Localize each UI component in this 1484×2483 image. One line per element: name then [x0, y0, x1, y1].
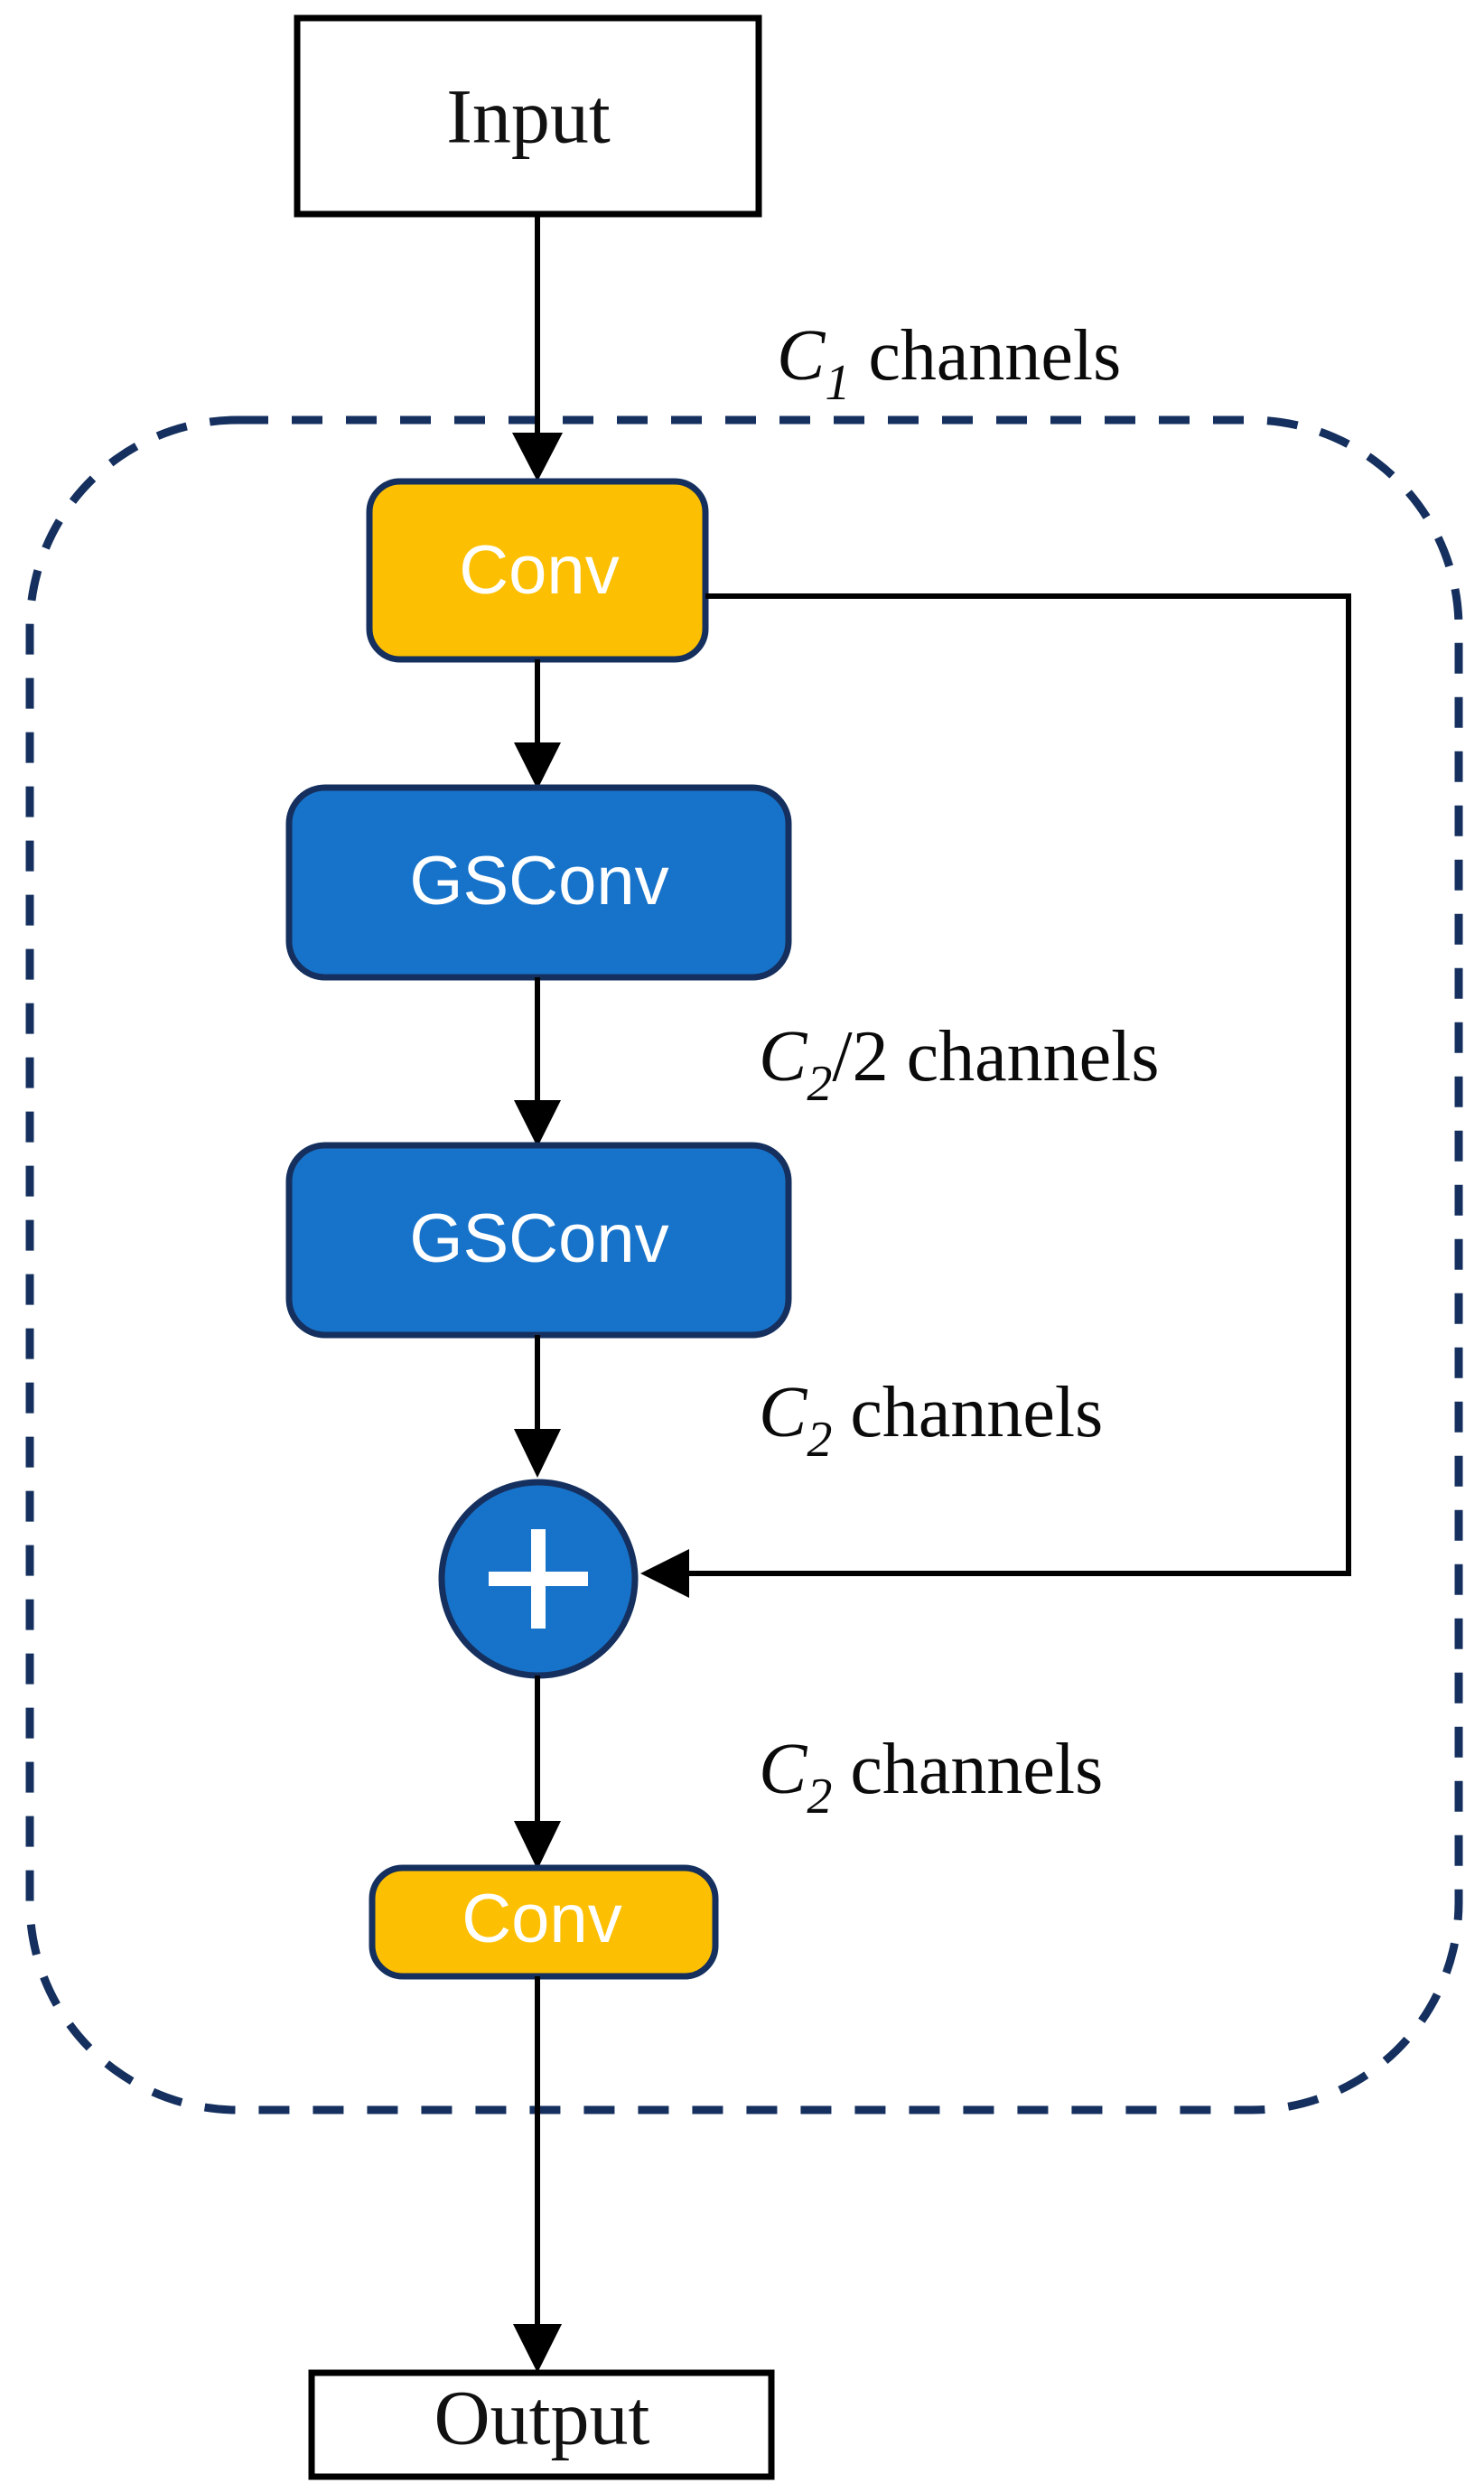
arrowhead-icon	[514, 742, 561, 789]
edge-line	[668, 593, 1351, 1576]
arrowhead-icon	[513, 2324, 562, 2373]
edge-input-to-conv-top	[512, 214, 563, 481]
label-c1-channels: C1 channels	[777, 316, 1121, 411]
output-box	[308, 2369, 775, 2480]
input-node: Input	[294, 14, 762, 218]
arrowhead-icon	[514, 1100, 561, 1147]
output-node: Output	[308, 2369, 775, 2480]
edge-add-to-conv-bottom	[514, 1676, 561, 1870]
label-c2-channels-upper: C2 channels	[759, 1373, 1103, 1468]
conv-bottom-label: Conv	[462, 1881, 621, 1957]
gsconv-2-node: GSConv	[285, 1142, 792, 1339]
input-label: Input	[446, 73, 611, 160]
edge-conv-bottom-to-output	[513, 1976, 562, 2373]
arrowhead-icon	[514, 1429, 561, 1478]
conv-bottom-box	[369, 1864, 719, 1980]
gsconv-1-node: GSConv	[285, 784, 792, 981]
edge-gsconv-2-to-add	[514, 1335, 561, 1478]
gsconv-1-label: GSConv	[409, 843, 668, 919]
label-c2-channels-lower: C2 channels	[759, 1730, 1103, 1825]
edge-conv-top-to-gsconv-1	[514, 659, 561, 789]
input-box	[294, 14, 762, 218]
conv-bottom-node: Conv	[369, 1864, 719, 1980]
module-boundary	[25, 415, 1463, 2114]
output-label: Output	[434, 2375, 650, 2461]
gsconv-2-label: GSConv	[409, 1200, 668, 1277]
arrowhead-icon	[640, 1549, 689, 1598]
add-node	[438, 1479, 639, 1679]
conv-top-label: Conv	[459, 532, 619, 609]
conv-top-node: Conv	[366, 478, 709, 663]
arrowhead-icon	[512, 433, 563, 481]
edge-residual-skip	[640, 593, 1351, 1598]
label-c2-half-channels: C2/2 channels	[759, 1017, 1159, 1112]
edge-gsconv-1-to-gsconv-2	[514, 977, 561, 1147]
arrowhead-icon	[514, 1821, 561, 1870]
